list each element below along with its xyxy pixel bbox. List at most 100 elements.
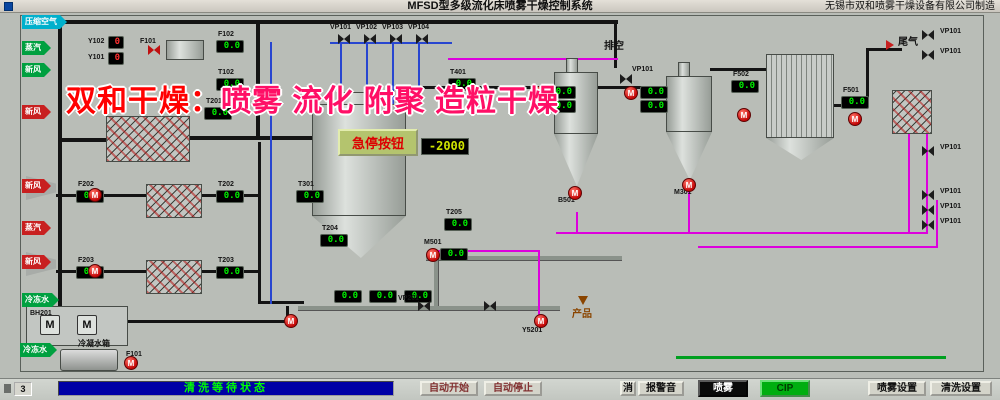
valve-icon[interactable] bbox=[922, 146, 934, 156]
pipe-segment bbox=[866, 48, 902, 51]
process-display: 0.0 bbox=[296, 190, 324, 203]
process-display: 0.0 bbox=[216, 78, 244, 91]
pipe-segment bbox=[866, 48, 869, 106]
pipe-segment bbox=[908, 134, 910, 234]
valve-icon[interactable] bbox=[484, 301, 496, 311]
feed-arrow-head-icon bbox=[60, 15, 67, 29]
valve-icon[interactable] bbox=[922, 190, 934, 200]
tail-gas-arrow-icon bbox=[886, 40, 894, 50]
motor-icon[interactable]: M bbox=[534, 314, 548, 328]
pipe-segment bbox=[258, 142, 261, 304]
tag-F502: F502 bbox=[733, 71, 749, 78]
valve-right-icon bbox=[928, 146, 934, 156]
air-heater-main bbox=[106, 116, 190, 162]
alarm-counter: 3 bbox=[14, 382, 32, 396]
feed-arrow-head-icon bbox=[44, 179, 51, 193]
tag-B501: B501 bbox=[558, 197, 575, 204]
motor-icon[interactable]: M bbox=[568, 186, 582, 200]
process-display: 0 bbox=[108, 52, 124, 65]
cip-button[interactable]: CIP bbox=[760, 380, 810, 397]
process-display: 0.0 bbox=[440, 248, 468, 261]
pipe-segment bbox=[58, 20, 62, 314]
spray-mode-button[interactable]: 喷雾 bbox=[698, 380, 748, 397]
feed-arrow-新风: 新风 bbox=[22, 179, 51, 193]
feed-arrow-head-icon bbox=[52, 293, 59, 307]
tag-T203: T203 bbox=[218, 257, 234, 264]
spray-tower-body bbox=[312, 104, 406, 216]
feed-arrow-新风: 新风 bbox=[22, 105, 51, 119]
valve-right-icon bbox=[626, 74, 632, 84]
app-icon bbox=[4, 2, 13, 11]
motor-icon[interactable]: M bbox=[124, 356, 138, 370]
valve-icon[interactable] bbox=[922, 220, 934, 230]
feed-arrow-冷冻水: 冷冻水 bbox=[20, 343, 57, 357]
feed-arrow-label: 蒸汽 bbox=[22, 221, 44, 235]
feed-arrow-label: 压缩空气 bbox=[22, 15, 60, 29]
valve-icon[interactable] bbox=[922, 50, 934, 60]
motor-icon[interactable]: M bbox=[88, 188, 102, 202]
valve-icon[interactable] bbox=[418, 301, 430, 311]
pipe-segment bbox=[576, 212, 578, 234]
watermark-brand: 双和干燥： bbox=[66, 85, 221, 118]
motor-icon[interactable]: M bbox=[737, 108, 751, 122]
feed-arrow-head-icon bbox=[44, 221, 51, 235]
process-display: 0.0 bbox=[204, 107, 232, 120]
valve-left-icon bbox=[148, 45, 154, 55]
valve-right-icon bbox=[928, 190, 934, 200]
spray-settings-button[interactable]: 喷雾设置 bbox=[868, 381, 926, 396]
pipe-segment bbox=[448, 58, 618, 60]
feed-arrow-蒸汽: 蒸汽 bbox=[22, 41, 51, 55]
tag-VP101: VP101 bbox=[330, 24, 352, 31]
motor-icon[interactable]: M bbox=[532, 86, 546, 100]
auto-stop-button[interactable]: 自动停止 bbox=[484, 381, 542, 396]
valve-icon[interactable] bbox=[338, 34, 350, 44]
mute-prefix-button[interactable]: 消 bbox=[620, 381, 636, 396]
valve-icon[interactable] bbox=[922, 30, 934, 40]
valve-icon[interactable] bbox=[416, 34, 428, 44]
feed-arrow-head-icon bbox=[44, 255, 51, 269]
process-display: 0.0 bbox=[334, 290, 362, 303]
tag-产品: 产品 bbox=[572, 309, 592, 320]
tag-排空: 排空 bbox=[604, 41, 624, 52]
tag-VP101: VP101 bbox=[940, 144, 962, 151]
motor-icon[interactable]: M bbox=[77, 315, 97, 335]
emergency-stop-button[interactable]: 急停按钮 bbox=[338, 129, 418, 156]
pipe-segment bbox=[434, 258, 438, 308]
feed-arrow-head-icon bbox=[50, 343, 57, 357]
valve-icon[interactable] bbox=[148, 45, 160, 55]
motor-icon[interactable]: M bbox=[624, 86, 638, 100]
tag-VP104: VP104 bbox=[408, 24, 430, 31]
motor-icon[interactable]: M bbox=[682, 178, 696, 192]
tag-F203: F203 bbox=[78, 257, 94, 264]
valve-icon[interactable] bbox=[364, 34, 376, 44]
tag-M301: M301 bbox=[674, 189, 692, 196]
tag-M501: M501 bbox=[424, 239, 442, 246]
auto-start-button[interactable]: 自动开始 bbox=[420, 381, 478, 396]
pipe-segment bbox=[614, 24, 617, 68]
clean-settings-button[interactable]: 清洗设置 bbox=[930, 381, 992, 396]
motor-icon[interactable]: M bbox=[284, 314, 298, 328]
tag-VP102: VP102 bbox=[356, 24, 378, 31]
motor-icon[interactable]: M bbox=[848, 112, 862, 126]
product-arrow-icon bbox=[578, 296, 588, 305]
feed-arrow-head-icon bbox=[44, 105, 51, 119]
valve-icon[interactable] bbox=[922, 205, 934, 215]
process-display: 0.0 bbox=[640, 100, 668, 113]
feed-arrow-head-icon bbox=[44, 63, 51, 77]
pipe-segment bbox=[56, 194, 152, 197]
tag-Y101: Y101 bbox=[88, 54, 105, 61]
tag-F101: F101 bbox=[126, 351, 142, 358]
valve-right-icon bbox=[490, 301, 496, 311]
condensate-tank bbox=[60, 349, 118, 371]
valve-icon[interactable] bbox=[620, 74, 632, 84]
weight-display: -2000 bbox=[421, 138, 469, 155]
motor-icon[interactable]: M bbox=[426, 248, 440, 262]
pipe-segment bbox=[56, 270, 152, 273]
page-title: MFSD型多级流化床喷雾干燥控制系统 bbox=[407, 0, 593, 12]
valve-icon[interactable] bbox=[390, 34, 402, 44]
status-banner: 清洗等待状态 bbox=[58, 381, 394, 396]
motor-icon[interactable]: M bbox=[88, 264, 102, 278]
alarm-mute-button[interactable]: 报警音 bbox=[638, 381, 684, 396]
motor-icon[interactable]: M bbox=[40, 315, 60, 335]
watermark-slogan: 喷雾 流化 附聚 造粒干燥 bbox=[221, 85, 560, 118]
